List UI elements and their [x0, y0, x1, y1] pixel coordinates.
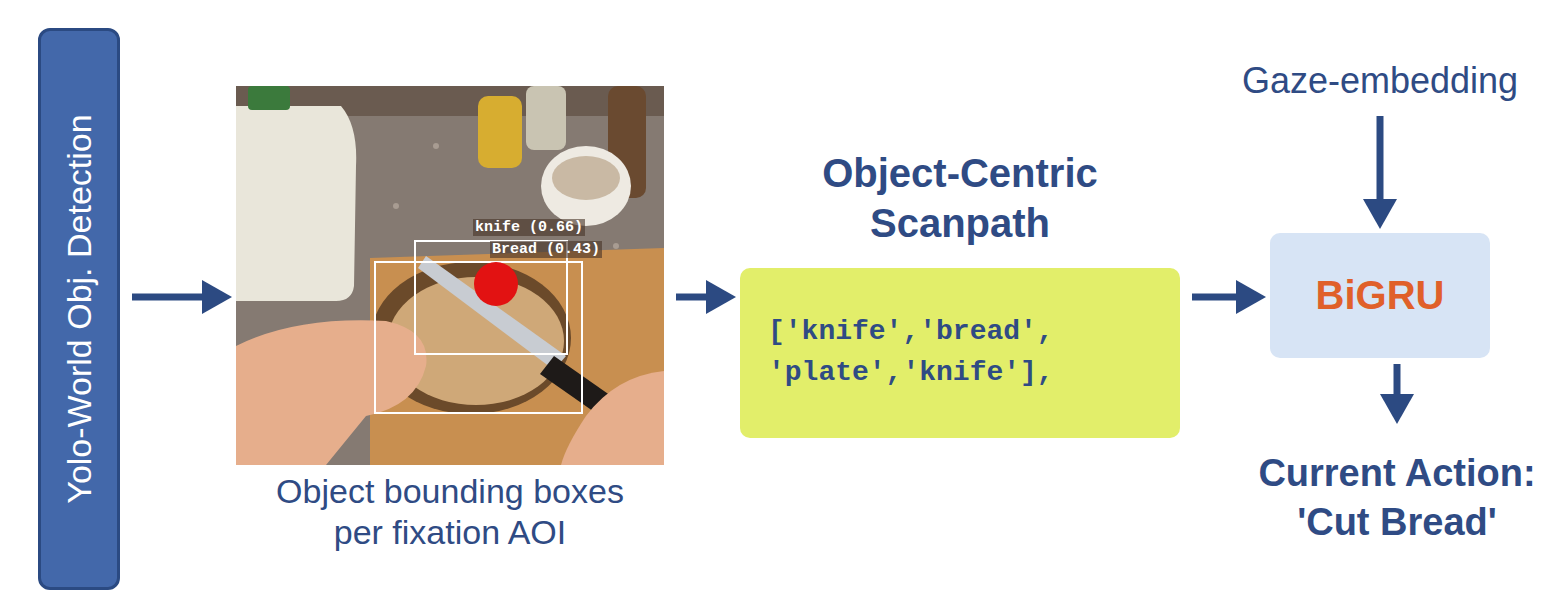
- kitchen-photo: [236, 86, 664, 465]
- granite-speck: [393, 203, 399, 209]
- band-label: Yolo-World Obj. Detection: [60, 114, 99, 503]
- arrow-head: [706, 280, 736, 314]
- arrow-line: [676, 294, 707, 301]
- flow-arrow: [1363, 116, 1397, 229]
- arrow-head: [1363, 199, 1397, 229]
- granite-speck: [613, 243, 619, 249]
- scanpath-list: ['knife','bread', 'plate','knife'],: [768, 312, 1108, 393]
- stage-band: Yolo-World Obj. Detection: [38, 28, 120, 590]
- box-heading: Object-Centric Scanpath: [795, 148, 1125, 248]
- image-caption: Object bounding boxes per fixation AOI: [260, 471, 640, 553]
- output-text: Current Action: 'Cut Bread': [1237, 449, 1557, 548]
- output-label: Current Action: 'Cut Bread': [1225, 428, 1557, 568]
- bread-bbox: [375, 262, 582, 413]
- scanpath-box: Object-Centric Scanpath['knife','bread',…: [740, 268, 1180, 438]
- granite-speck: [433, 143, 439, 149]
- model-name: BiGRU: [1316, 273, 1445, 318]
- flow-arrow: [1192, 280, 1266, 314]
- milk-jug: [236, 106, 356, 301]
- arrow-line: [1192, 294, 1237, 301]
- fixation-dot: [474, 262, 518, 306]
- left-hand: [236, 320, 427, 465]
- glass-bottle: [526, 86, 566, 150]
- oil-bottle: [478, 96, 522, 168]
- cup: [541, 146, 631, 226]
- model-box: BiGRU: [1270, 233, 1490, 358]
- flow-arrow: [132, 280, 232, 314]
- input-label: Gaze-embedding: [1215, 52, 1545, 110]
- image-frame: Object bounding boxes per fixation AOI: [236, 86, 664, 465]
- detection-label: Bread (0.43): [490, 241, 602, 258]
- arrow-head: [1236, 280, 1266, 314]
- input-text: Gaze-embedding: [1242, 60, 1518, 102]
- arrow-line: [1394, 364, 1401, 395]
- arrow-line: [132, 294, 203, 301]
- arrow-line: [1377, 116, 1384, 200]
- detection-label: knife (0.66): [473, 219, 585, 236]
- right-hand: [561, 371, 664, 465]
- arrow-head: [1380, 394, 1414, 424]
- flow-arrow: [1380, 364, 1414, 424]
- knife-blade: [418, 256, 566, 370]
- cup-inside: [552, 156, 620, 200]
- counter: [236, 86, 664, 465]
- flow-arrow: [676, 280, 736, 314]
- arrow-head: [202, 280, 232, 314]
- jug-cap: [248, 86, 290, 110]
